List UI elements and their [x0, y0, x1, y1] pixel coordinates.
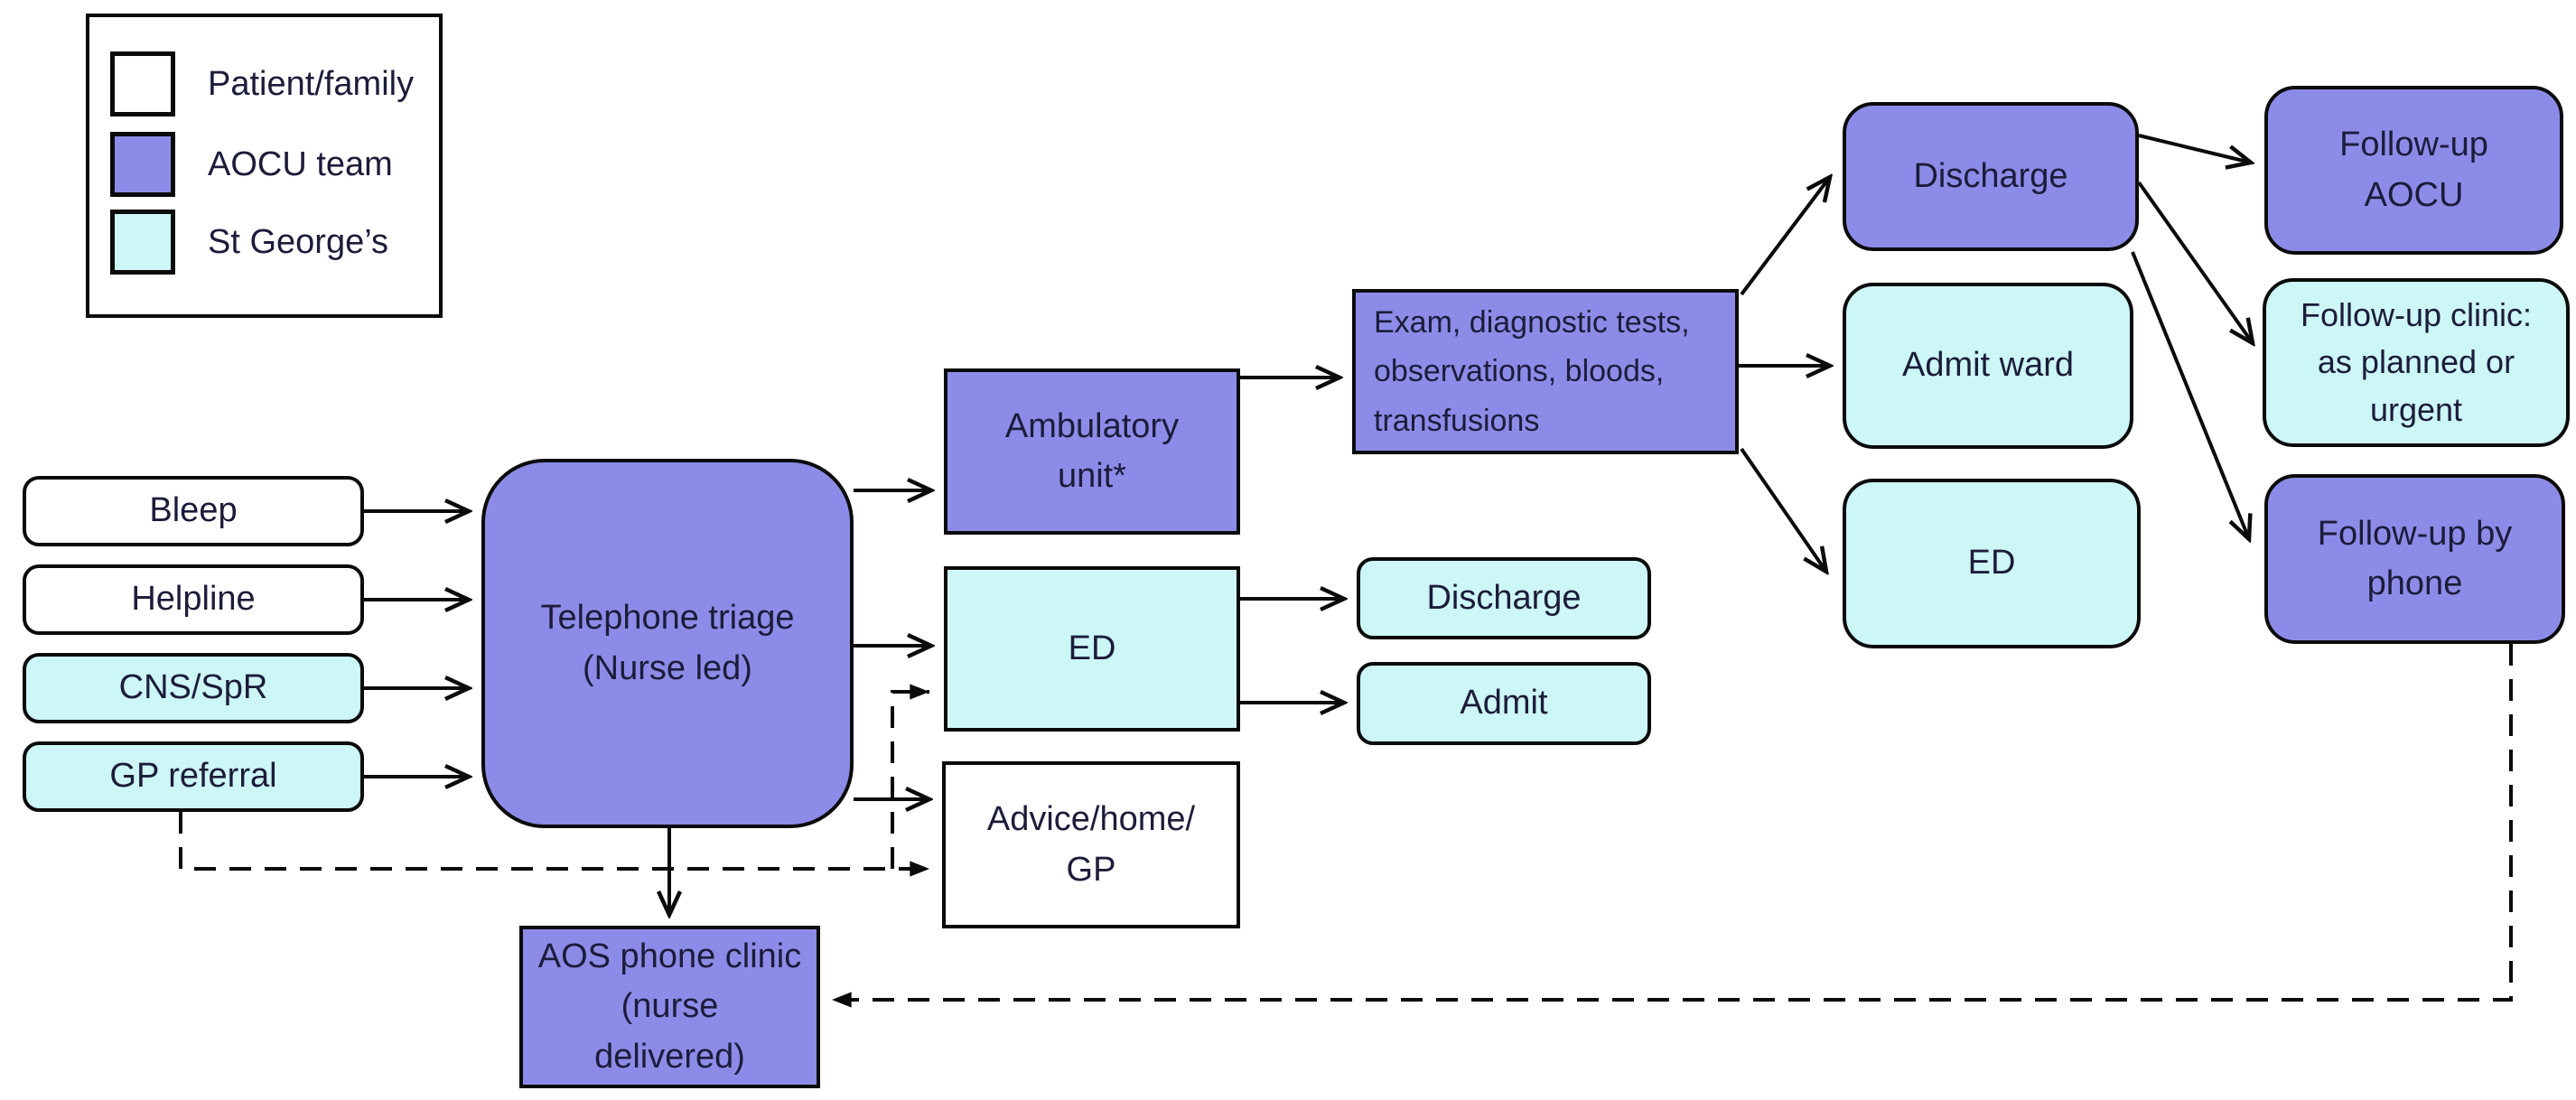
node-label: Admit ward	[1901, 346, 2075, 385]
node-admit-ed: Admit	[1357, 662, 1651, 745]
legend: Patient/family AOCU team St George’s	[86, 14, 443, 318]
legend-label: St George’s	[208, 222, 388, 261]
node-label: AOS phone clinic (nurse delivered)	[537, 937, 802, 1076]
node-telephone-triage: Telephone triage (Nurse led)	[481, 459, 854, 828]
node-label: Helpline	[131, 580, 256, 619]
node-label: Telephone triage (Nurse led)	[540, 599, 795, 687]
node-exam-diagnostics: Exam, diagnostic tests, observations, bl…	[1352, 289, 1739, 454]
node-label: Follow-up by phone	[2317, 514, 2513, 602]
legend-item-patient-family: Patient/family	[110, 51, 414, 117]
node-advice-home-gp: Advice/home/ GP	[942, 761, 1240, 928]
node-label: ED	[1967, 544, 2016, 583]
node-bleep: Bleep	[23, 476, 364, 546]
node-label: CNS/SpR	[118, 668, 268, 707]
node-followup-phone: Follow-up by phone	[2264, 474, 2565, 644]
node-label: Exam, diagnostic tests, observations, bl…	[1374, 304, 1690, 438]
node-ambulatory-unit: Ambulatory unit*	[944, 368, 1240, 535]
legend-item-aocu-team: AOCU team	[110, 132, 393, 197]
node-label: Follow-up clinic: as planned or urgent	[2300, 296, 2533, 428]
node-label: GP referral	[109, 757, 277, 796]
node-label: Admit	[1460, 684, 1548, 722]
node-followup-clinic: Follow-up clinic: as planned or urgent	[2263, 278, 2570, 447]
node-discharge: Discharge	[1843, 102, 2139, 251]
node-aos-phone-clinic: AOS phone clinic (nurse delivered)	[519, 926, 820, 1088]
node-label: ED	[1068, 629, 1116, 667]
patient-family-swatch-icon	[110, 51, 175, 117]
node-label: Follow-up AOCU	[2339, 126, 2488, 214]
node-cns-spr: CNS/SpR	[23, 653, 364, 723]
node-discharge-ed: Discharge	[1357, 557, 1651, 639]
node-label: Discharge	[1913, 156, 2068, 195]
node-admit-ward: Admit ward	[1843, 283, 2133, 449]
legend-label: AOCU team	[208, 144, 393, 183]
node-followup-aocu: Follow-up AOCU	[2264, 86, 2563, 255]
node-label: Bleep	[149, 491, 238, 530]
node-label: Ambulatory unit*	[1004, 406, 1180, 495]
node-ed-st-georges: ED	[1843, 479, 2141, 648]
node-ed: ED	[944, 566, 1240, 732]
aocu-team-swatch-icon	[110, 132, 175, 197]
st-georges-swatch-icon	[110, 210, 175, 275]
node-helpline: Helpline	[23, 564, 364, 635]
node-label: Discharge	[1426, 578, 1582, 617]
legend-label: Patient/family	[208, 64, 415, 103]
node-gp-referral: GP referral	[23, 741, 364, 812]
node-label: Advice/home/ GP	[986, 800, 1196, 889]
legend-item-st-georges: St George’s	[110, 210, 388, 275]
